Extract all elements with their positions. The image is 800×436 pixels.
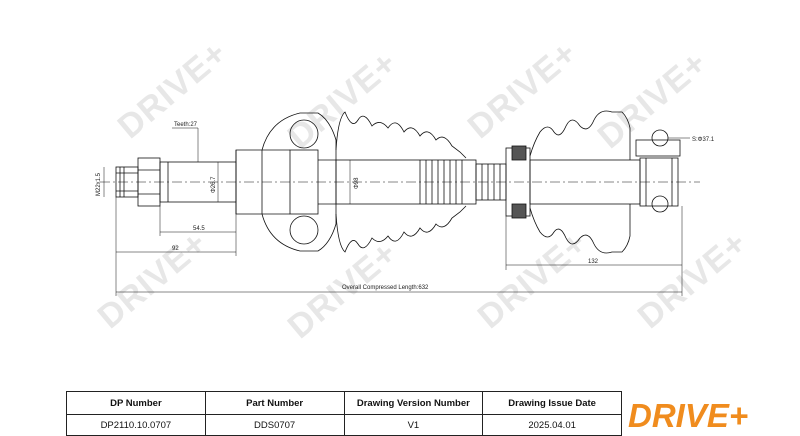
watermark-1: DRIVE+: [111, 34, 235, 147]
length-54-label: 54.5: [193, 226, 205, 232]
value-issue-date: 2025.04.01: [482, 414, 622, 436]
length-132-label: 132: [588, 259, 599, 265]
watermark-3: DRIVE+: [461, 34, 585, 147]
shaft-diameter-label: Φ98: [354, 177, 360, 189]
title-block: DP Number Part Number Drawing Version Nu…: [66, 391, 622, 436]
middle-shaft: [335, 159, 507, 205]
boot-right-lower: [529, 204, 631, 254]
dimension-lines: [103, 127, 690, 296]
outer-cv-joint: [235, 112, 337, 252]
title-block-header-row: DP Number Part Number Drawing Version Nu…: [66, 391, 622, 415]
watermark-7: DRIVE+: [471, 224, 595, 337]
boot-right-upper: [529, 110, 631, 160]
boot-left-lower: [335, 205, 467, 253]
value-dp-number: DP2110.10.0707: [66, 414, 206, 436]
drive-plus-logo: DRIVE+: [628, 397, 748, 432]
watermark-5: DRIVE+: [91, 224, 215, 337]
watermark-2: DRIVE+: [281, 44, 405, 157]
inner-bearing: [505, 145, 641, 219]
boot-left-upper: [335, 111, 467, 159]
watermark-8: DRIVE+: [631, 224, 755, 337]
value-drawing-version: V1: [343, 414, 484, 436]
watermark-group: DRIVE+ DRIVE+ DRIVE+ DRIVE+ DRIVE+ DRIVE…: [91, 34, 755, 347]
logo-text: DRIVE+: [628, 397, 748, 432]
spline-diameter-label: Φ26.7: [211, 176, 217, 193]
right-end-fitting: [635, 129, 681, 213]
header-dp-number: DP Number: [66, 391, 206, 415]
teeth-label: Teeth:27: [174, 122, 198, 128]
title-block-value-row: DP2110.10.0707 DDS0707 V1 2025.04.01: [66, 414, 622, 436]
length-92-label: 92: [172, 246, 179, 252]
header-drawing-version: Drawing Version Number: [343, 391, 484, 415]
header-issue-date: Drawing Issue Date: [482, 391, 622, 415]
bearing-diameter-label: S:Φ37.1: [692, 137, 715, 143]
thread-label: M22x1.5: [96, 172, 102, 196]
overall-length-label: Overall Compressed Length:632: [342, 285, 429, 291]
value-part-number: DDS0707: [204, 414, 345, 436]
header-part-number: Part Number: [204, 391, 345, 415]
